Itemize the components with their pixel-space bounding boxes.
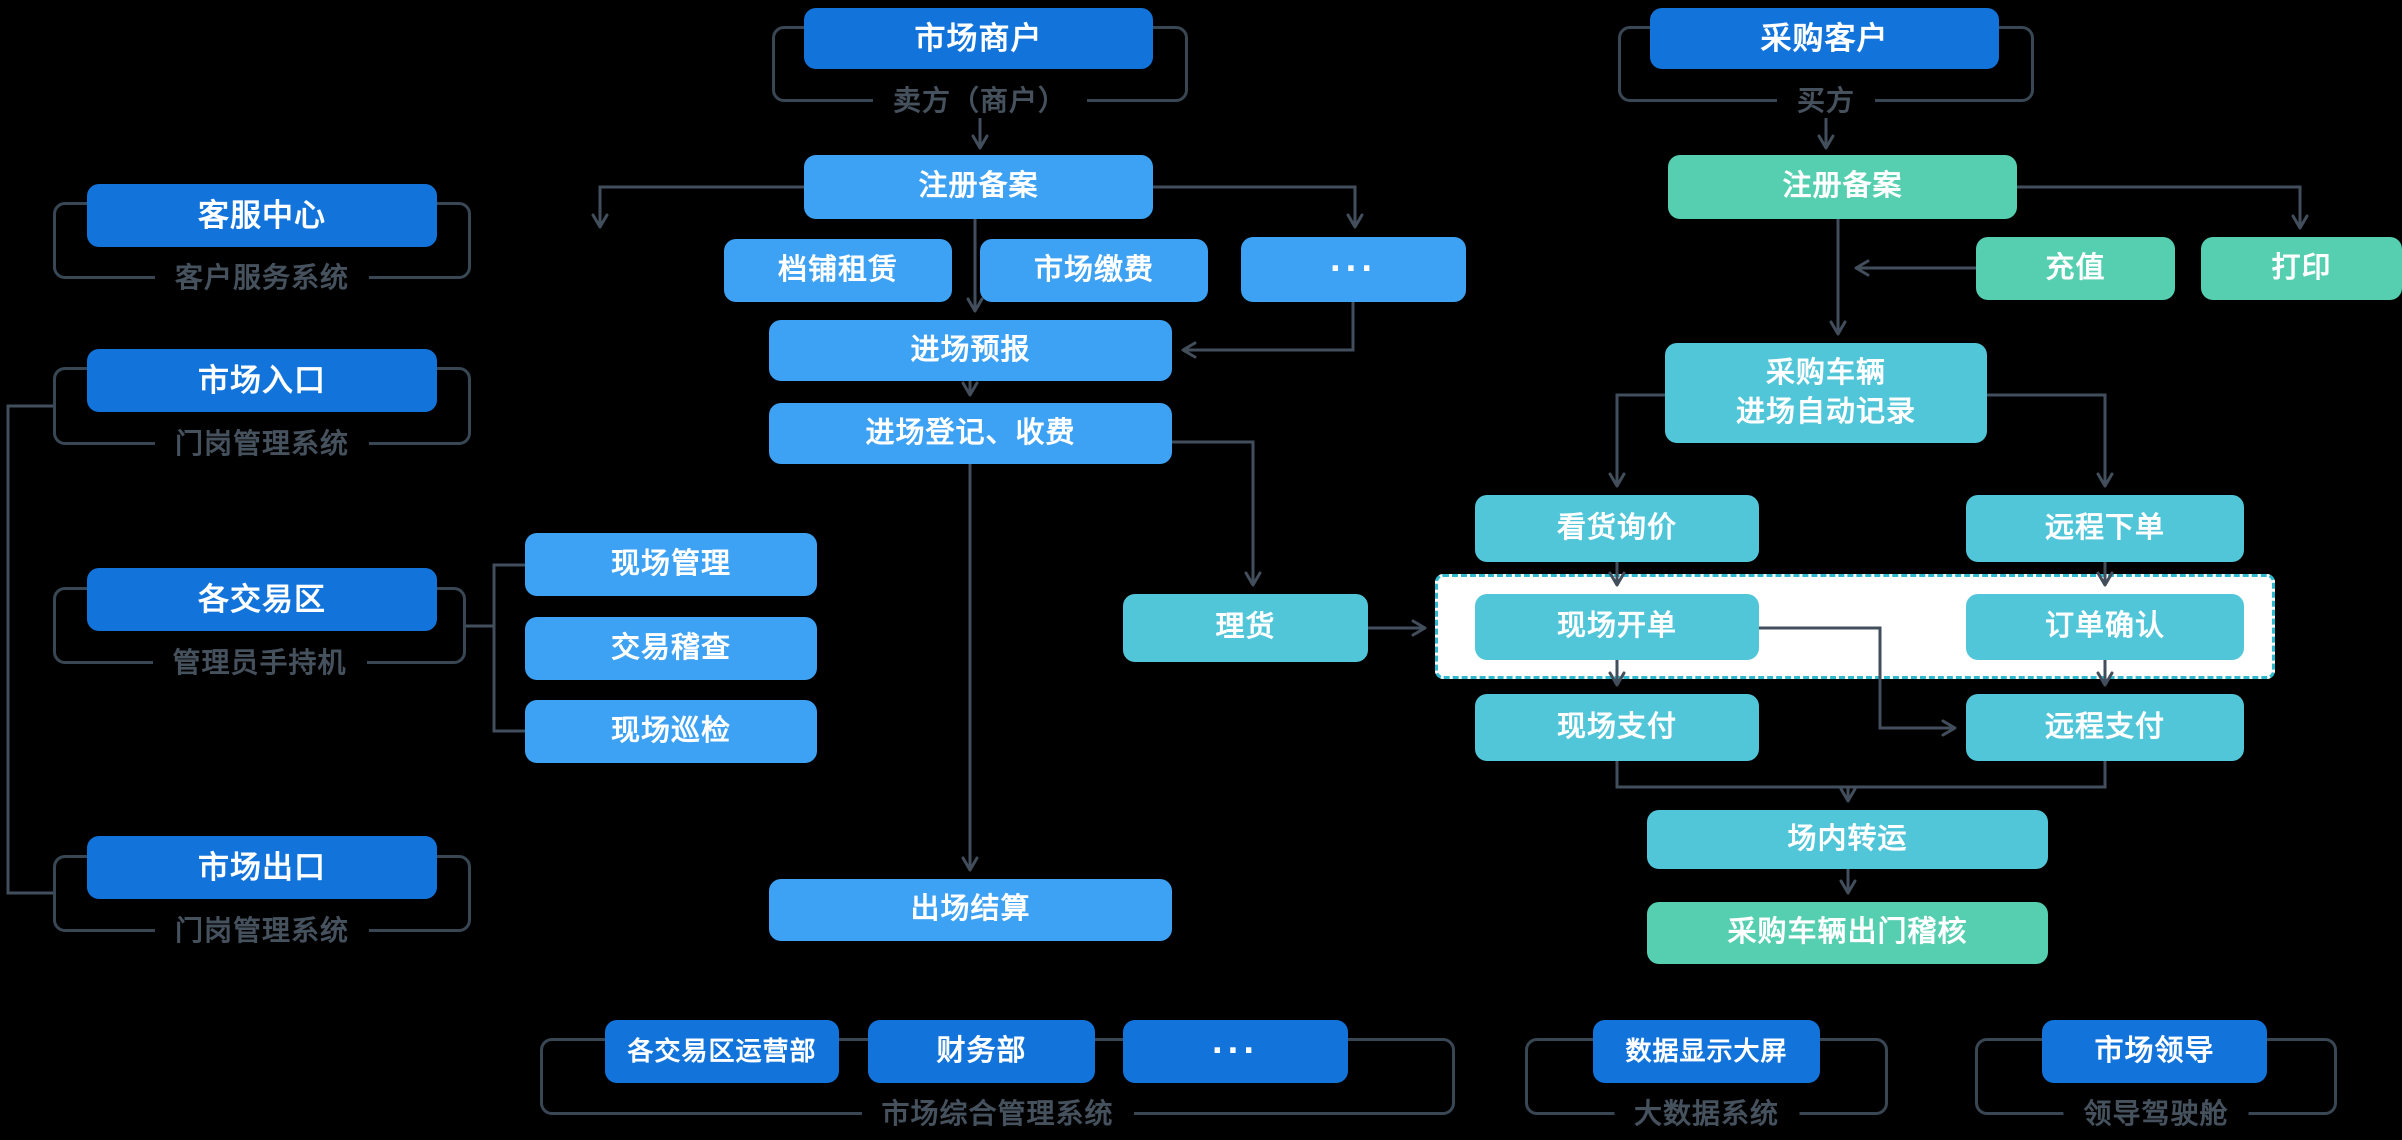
node-trade-inspection: 交易稽查: [525, 617, 817, 680]
group-gate-entry-label: 门岗管理系统: [154, 420, 370, 464]
node-purchase-customer: 采购客户: [1650, 8, 1999, 69]
node-view-goods-inquiry: 看货询价: [1475, 495, 1759, 562]
edge-entrance-to-exit-gate: [6, 404, 53, 895]
node-recharge: 充值: [1976, 237, 2175, 300]
edge-pay-merge: [1615, 761, 2107, 789]
edge-register-branch-right: [1153, 185, 1364, 229]
node-infield-transfer: 场内转运: [1647, 810, 2048, 869]
node-market-fee: 市场缴费: [980, 239, 1208, 302]
node-trading-zones: 各交易区: [87, 568, 437, 631]
group-gate-exit-label: 门岗管理系统: [154, 907, 370, 951]
edge-register-to-print: [2017, 185, 2309, 230]
node-onsite-billing: 现场开单: [1475, 594, 1759, 660]
group-gate-entry-bracket: 门岗管理系统: [53, 367, 471, 464]
group-leader-cockpit-bracket: 领导驾驶舱: [1975, 1038, 2337, 1134]
node-more-departments: ···: [1123, 1020, 1348, 1083]
group-handheld-label: 管理员手持机: [152, 639, 367, 683]
edge-billing-to-remote-pay: [1759, 626, 1957, 737]
group-market-mgmt-label: 市场综合管理系统: [861, 1090, 1134, 1134]
group-gate-exit-bracket: 门岗管理系统: [53, 855, 471, 951]
node-remote-order: 远程下单: [1966, 495, 2244, 562]
node-vehicle-exit-audit: 采购车辆出门稽核: [1647, 902, 2048, 964]
group-big-data-label: 大数据系统: [1613, 1090, 1800, 1134]
node-vehicle-entry-record: 采购车辆 进场自动记录: [1665, 343, 1987, 443]
node-service-center: 客服中心: [87, 184, 437, 247]
edge-registration-to-tally: [1172, 440, 1262, 587]
group-buyer-label: 买方: [1776, 77, 1876, 121]
node-remote-payment: 远程支付: [1966, 694, 2244, 761]
node-data-display-screen: 数据显示大屏: [1593, 1020, 1820, 1083]
node-market-entrance: 市场入口: [87, 349, 437, 412]
node-onsite-management: 现场管理: [525, 533, 817, 596]
node-entry-forecast: 进场预报: [769, 320, 1172, 381]
node-register-customer: 注册备案: [1668, 155, 2017, 219]
node-more-merchant-services: ···: [1241, 237, 1466, 302]
node-zone-operations-dept: 各交易区运营部: [605, 1020, 839, 1083]
edge-register-branch-left: [591, 185, 804, 229]
node-finance-dept: 财务部: [868, 1020, 1095, 1083]
group-customer-service-label: 客户服务系统: [154, 254, 370, 298]
node-register-merchant: 注册备案: [804, 155, 1153, 219]
node-order-confirm: 订单确认: [1966, 594, 2244, 660]
node-stall-lease: 档铺租赁: [724, 239, 952, 302]
node-market-exit: 市场出口: [87, 836, 437, 899]
edge-vehicle-to-inquiry: [1608, 393, 1665, 488]
node-entry-registration-fee: 进场登记、收费: [769, 403, 1172, 464]
edge-more-to-forecast: [1181, 302, 1355, 359]
node-exit-settlement: 出场结算: [769, 879, 1172, 941]
node-market-leader: 市场领导: [2042, 1020, 2267, 1083]
node-onsite-payment: 现场支付: [1475, 694, 1759, 761]
node-tally: 理货: [1123, 594, 1368, 662]
node-print: 打印: [2201, 237, 2402, 300]
edge-vehicle-to-remote-order: [1987, 393, 2114, 488]
group-seller-label: 卖方（商户）: [872, 77, 1088, 121]
edge-zone-trunk: [492, 563, 525, 733]
node-market-merchant: 市场商户: [804, 8, 1153, 69]
group-leader-cockpit-label: 领导驾驶舱: [2063, 1090, 2249, 1134]
node-onsite-patrol: 现场巡检: [525, 700, 817, 763]
